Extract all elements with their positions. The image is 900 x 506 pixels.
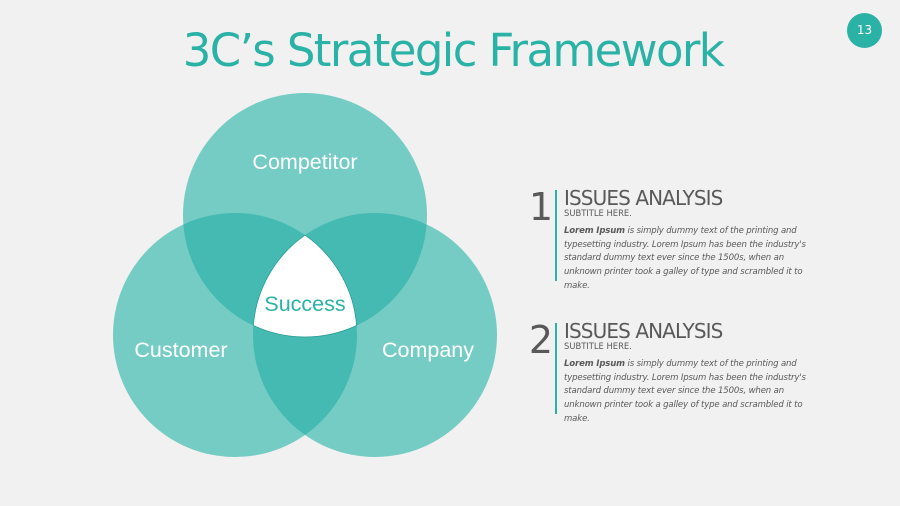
issue-body-text: is simply dummy text of the printing and…: [564, 226, 806, 291]
issue-text: ISSUES ANALYSIS SUBTITLE HERE. Lorem Ips…: [564, 320, 824, 427]
issue-body-bold: Lorem Ipsum: [564, 226, 625, 236]
issue-item-2: 2 ISSUES ANALYSIS SUBTITLE HERE. Lorem I…: [512, 320, 832, 440]
venn-label-success: Success: [264, 292, 345, 316]
venn-label-customer: Customer: [134, 338, 227, 362]
page-number-badge: 13: [847, 13, 882, 48]
issue-number: 1: [528, 185, 553, 229]
venn-center-region-success: [252, 234, 358, 338]
accent-bar: [555, 323, 557, 414]
issue-body: Lorem Ipsum is simply dummy text of the …: [564, 358, 816, 427]
issue-body-bold: Lorem Ipsum: [564, 359, 625, 369]
issue-subtitle: SUBTITLE HERE.: [564, 208, 632, 218]
issue-number: 2: [528, 318, 553, 362]
accent-bar: [555, 190, 557, 281]
issue-text: ISSUES ANALYSIS SUBTITLE HERE. Lorem Ips…: [564, 187, 824, 294]
venn-label-company: Company: [382, 338, 474, 362]
issue-heading: ISSUES ANALYSIS: [564, 186, 723, 210]
issue-body-text: is simply dummy text of the printing and…: [564, 359, 806, 424]
venn-label-competitor: Competitor: [252, 150, 357, 174]
issue-heading: ISSUES ANALYSIS: [564, 319, 723, 343]
issue-item-1: 1 ISSUES ANALYSIS SUBTITLE HERE. Lorem I…: [512, 187, 832, 307]
slide-title: 3C’s Strategic Framework: [182, 24, 725, 77]
issue-subtitle: SUBTITLE HERE.: [564, 341, 632, 351]
issue-body: Lorem Ipsum is simply dummy text of the …: [564, 225, 816, 294]
